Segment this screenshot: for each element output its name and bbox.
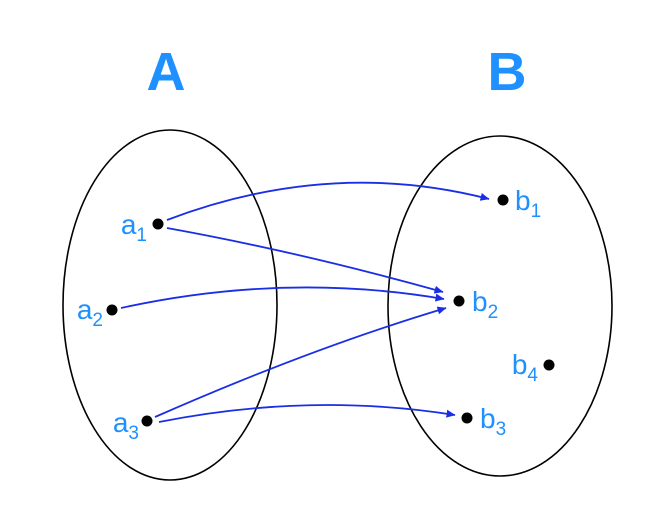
label-a2: a2 (77, 294, 103, 331)
point-b4 (543, 359, 555, 371)
label-b3-sub: 3 (496, 419, 507, 440)
label-a3-sub: 3 (128, 423, 139, 444)
label-b1-base: b (515, 185, 531, 216)
label-a1-base: a (121, 209, 137, 240)
point-b2 (453, 295, 465, 307)
label-b2: b2 (472, 286, 498, 323)
point-b1 (497, 194, 509, 206)
label-a3: a3 (113, 407, 139, 444)
label-b2-sub: 2 (488, 302, 499, 323)
set-b-ellipse (387, 135, 613, 477)
arrow-a1-to-b1 (166, 181, 490, 221)
label-b3: b3 (480, 403, 506, 440)
label-a2-sub: 2 (92, 310, 103, 331)
label-b1-sub: 1 (531, 201, 542, 222)
label-a1-sub: 1 (136, 225, 147, 246)
label-b3-base: b (480, 403, 496, 434)
label-b4-base: b (512, 349, 528, 380)
point-a1 (152, 218, 164, 230)
point-a3 (141, 415, 153, 427)
label-b4-sub: 4 (527, 365, 538, 386)
label-b2-base: b (472, 286, 488, 317)
set-a-ellipse (62, 129, 278, 481)
point-b3 (461, 412, 473, 424)
label-b4: b4 (512, 349, 539, 386)
label-a3-base: a (113, 407, 129, 438)
arrow-a1-to-b2 (166, 227, 444, 294)
set-b-title: B (488, 42, 527, 102)
label-b1: b1 (515, 185, 541, 222)
arrow-a3-to-b2 (154, 306, 447, 418)
point-a2 (106, 304, 118, 316)
arrow-a3-to-b3 (158, 404, 456, 423)
label-a2-base: a (77, 294, 93, 325)
set-a-title: A (147, 42, 186, 102)
arrow-a2-to-b2 (120, 286, 445, 309)
label-a1: a1 (121, 209, 147, 246)
